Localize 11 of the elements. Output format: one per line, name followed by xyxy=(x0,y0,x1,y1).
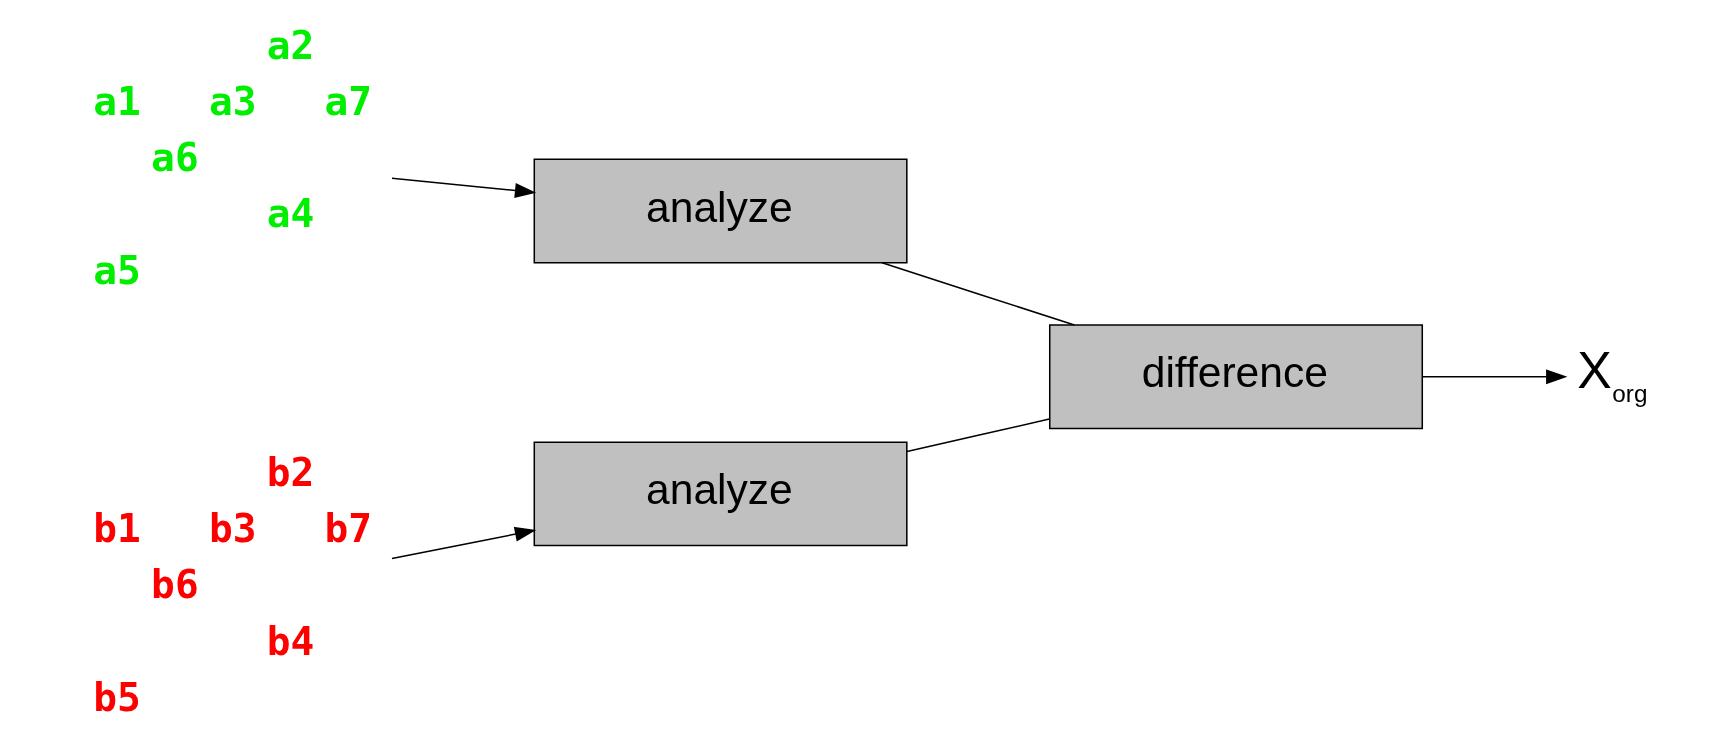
arrow xyxy=(391,526,537,560)
node-text: b2 b1 b3 b7 b6 b4 b5 xyxy=(93,448,373,720)
node-box: analyze xyxy=(533,158,908,264)
node-text: a2 a1 a3 a7 a6 a4 a5 xyxy=(93,21,373,293)
node-box: analyze xyxy=(533,441,908,547)
node-text: X$_{org}$ xyxy=(1577,341,1648,407)
node-box: difference xyxy=(1049,324,1424,430)
arrow xyxy=(1421,369,1568,385)
connector xyxy=(906,418,1051,453)
connector xyxy=(881,262,1076,326)
arrow xyxy=(391,177,537,198)
